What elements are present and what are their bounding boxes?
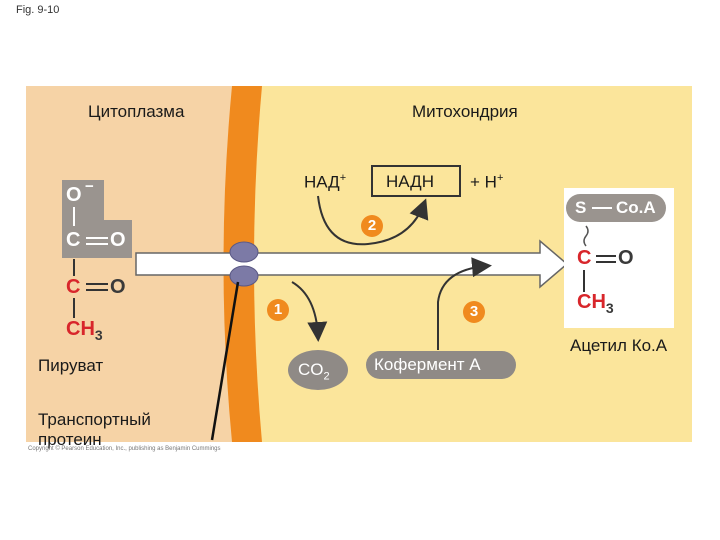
pyruvate-methyl-c: CH <box>66 318 95 340</box>
co2-label: CO2 <box>298 360 330 382</box>
nad-reduction-arrow <box>317 195 429 246</box>
transport-protein-label-1: Транспортный <box>38 410 151 429</box>
scoa-s: S <box>575 198 587 217</box>
acetyl-o: O <box>618 247 634 269</box>
transport-protein-pointer <box>210 281 240 441</box>
bond <box>583 225 589 247</box>
scoa-coa: Co.A <box>616 198 656 217</box>
co2-pill <box>288 350 348 390</box>
transport-protein-label-2: протеин <box>38 430 102 449</box>
figure-label: Fig. 9-10 <box>16 4 60 16</box>
pyruvate-top-o: O <box>66 184 82 206</box>
co2-release-arrow <box>291 281 328 342</box>
step-2-circle <box>361 215 383 237</box>
step-2-number: 2 <box>367 217 377 234</box>
co2-text: CO <box>298 360 324 379</box>
pyruvate-carboxyl-c: C <box>66 229 81 251</box>
pyruvate-carbonyl-o: O <box>110 276 126 298</box>
cytoplasm-label: Цитоплазма <box>88 102 185 121</box>
h-plus-text: + H <box>470 172 497 192</box>
step-3-circle <box>463 301 485 323</box>
nadh-box <box>371 165 461 197</box>
acetyl-methyl-c: CH <box>577 291 606 313</box>
nad-sup: + <box>339 172 347 184</box>
nad-label: НАД+ <box>304 172 346 193</box>
pyruvate-methyl: CH3 <box>66 318 103 343</box>
scoa-pill <box>566 194 666 222</box>
co2-sub: 2 <box>323 370 330 383</box>
pyruvate-methyl-sub: 3 <box>94 327 103 343</box>
nadh-label: НАДН <box>386 172 434 191</box>
coenzyme-a-label: Кофермент A <box>374 355 481 374</box>
h-plus-sup: + <box>496 172 504 184</box>
pyruvate-carboxyl-box <box>62 180 132 258</box>
pyruvate-charge: − <box>85 178 94 195</box>
step-1-number: 1 <box>273 301 283 318</box>
acetyl-coa-label: Ацетил Ко.А <box>570 336 668 355</box>
pyruvate-carboxyl-o: O <box>110 229 126 251</box>
step-1-circle <box>267 299 289 321</box>
coenzyme-a-arrow <box>437 257 492 350</box>
copyright-notice: Copyright © Pearson Education, Inc., pub… <box>28 446 221 452</box>
transport-arrow <box>135 239 569 289</box>
nad-text: НАД <box>304 172 340 192</box>
acetyl-methyl-sub: 3 <box>605 300 614 316</box>
acetyl-c: C <box>577 247 592 269</box>
coenzyme-a-pill <box>366 351 516 379</box>
step-3-number: 3 <box>469 303 479 320</box>
transport-protein-top <box>229 241 259 263</box>
pyruvate-label: Пируват <box>38 356 104 375</box>
acetyl-methyl: CH3 <box>577 291 614 316</box>
mitochondrion-label: Митохондрия <box>412 102 518 121</box>
pyruvate-carbonyl-c: C <box>66 276 81 298</box>
h-plus-label: + H+ <box>470 172 503 193</box>
transport-protein-bottom <box>229 265 259 287</box>
